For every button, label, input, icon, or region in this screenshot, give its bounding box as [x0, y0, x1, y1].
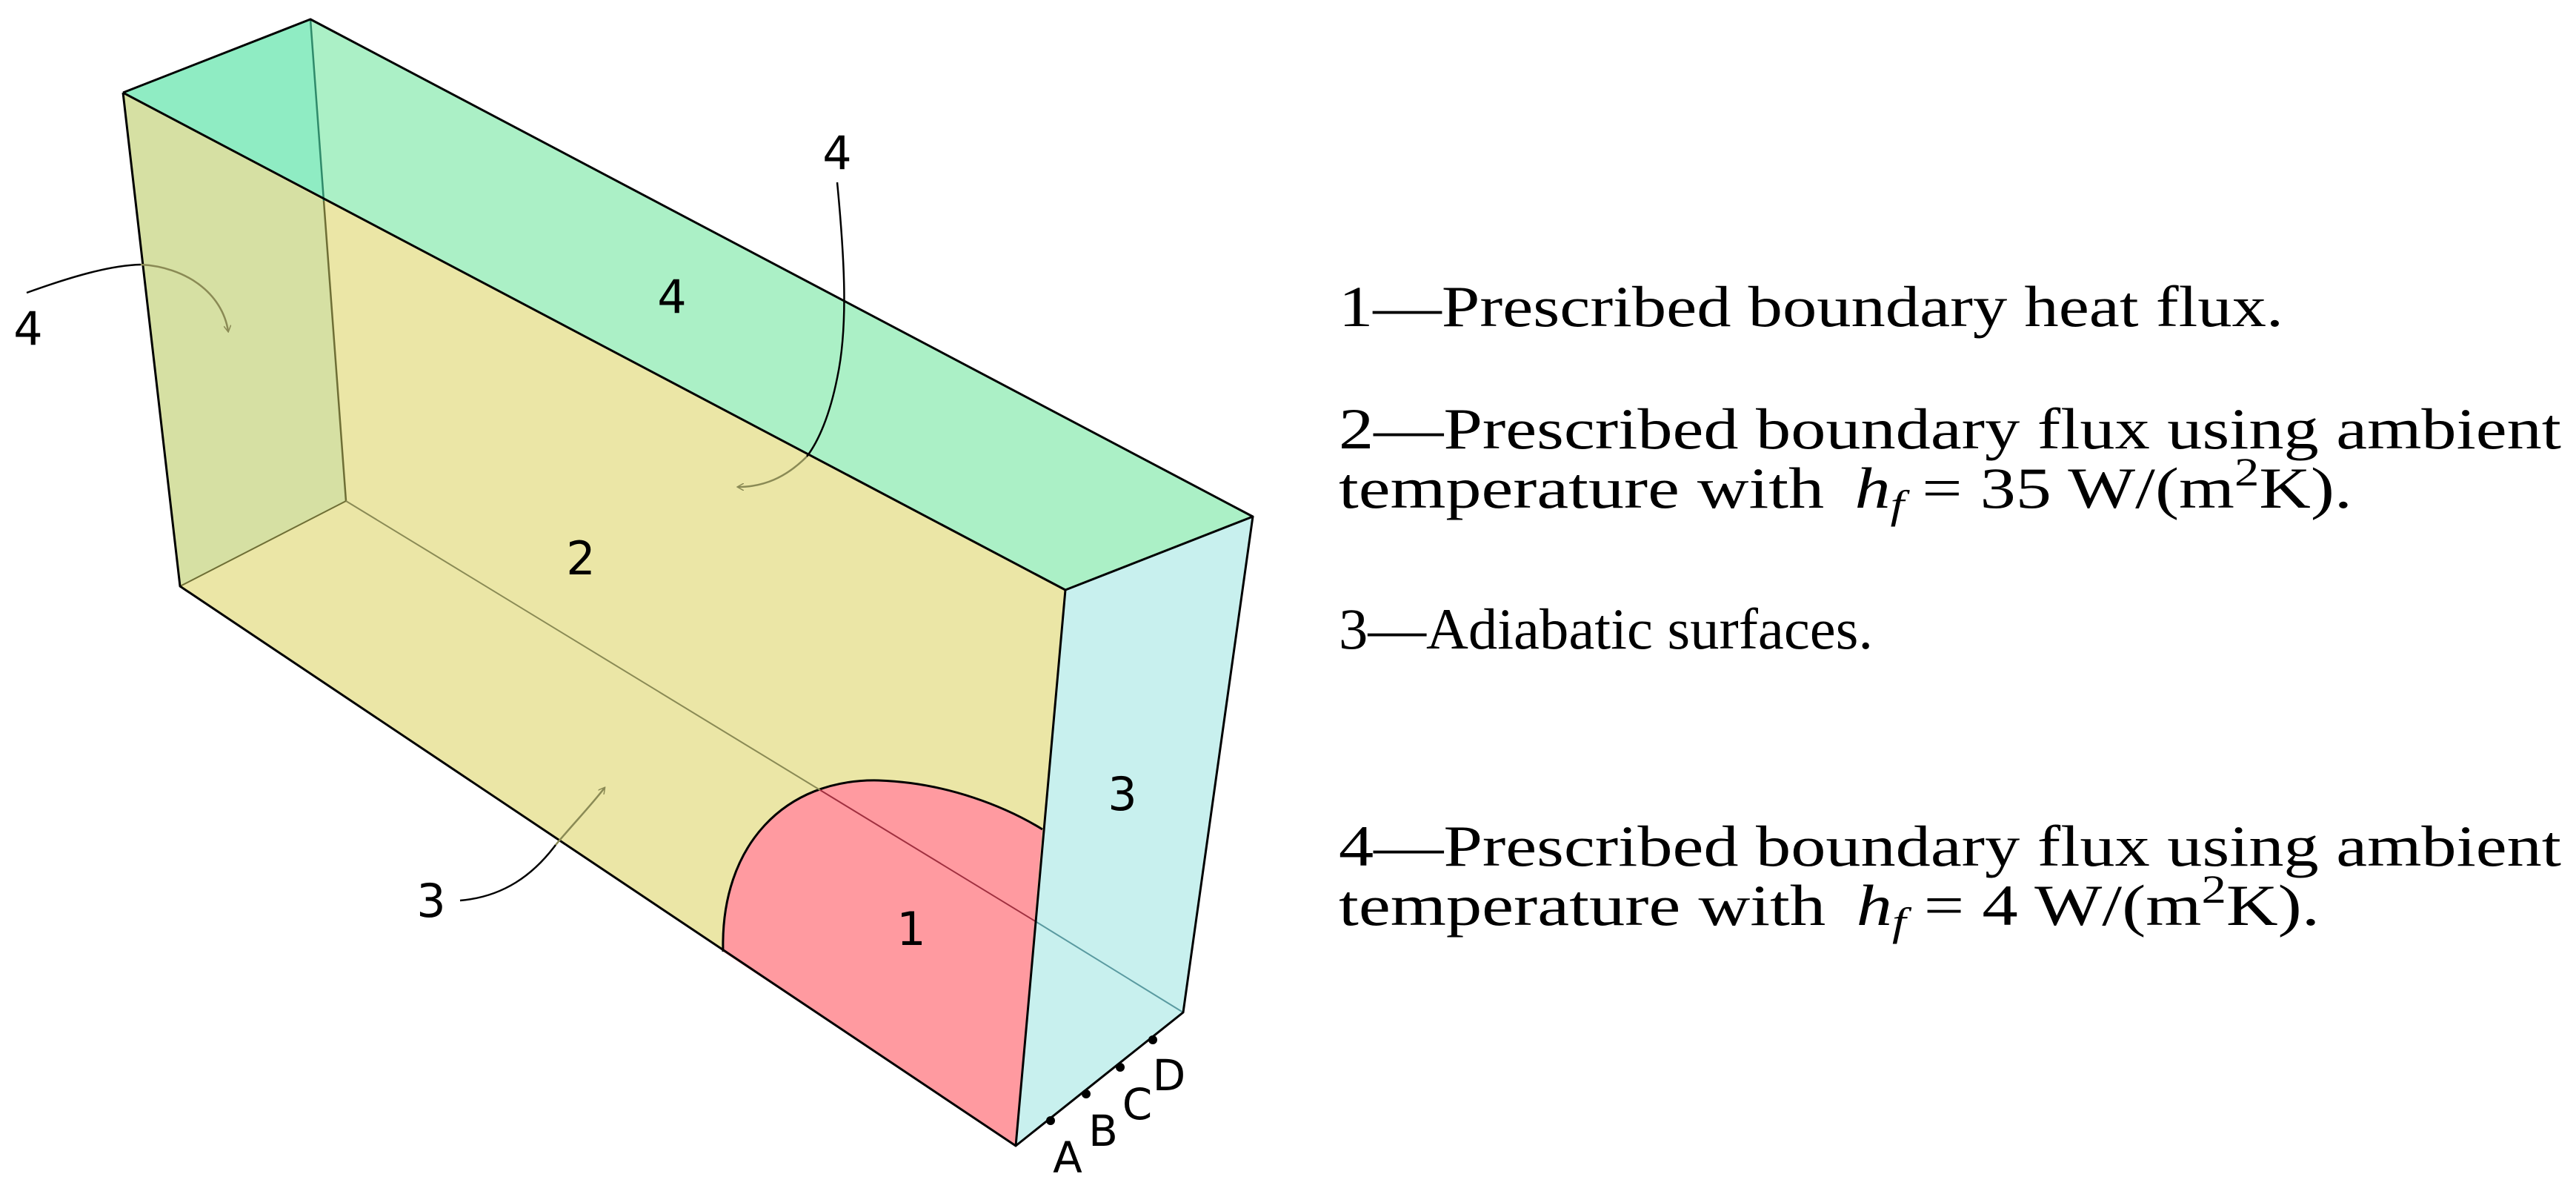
arrow-bottom-3 [459, 844, 556, 902]
point-b-marker [1082, 1089, 1091, 1098]
hidden-edge-back-bottom-red [819, 789, 1037, 923]
label-heat-flux-region: 1 [896, 902, 925, 956]
hidden-edge-left-bottom [179, 500, 347, 587]
outline-front [122, 92, 1067, 1147]
label-top-arrow: 4 [822, 126, 851, 180]
label-left-arrow: 4 [13, 302, 42, 356]
arrow-left-4 [26, 263, 142, 294]
arrow-top-4-hidden [738, 456, 808, 487]
legend-item-2-line-1: 2—Prescribed boundary flux using ambient [1339, 397, 2561, 461]
hidden-edge-back-bottom [345, 500, 821, 791]
legend-4-var: h [1857, 873, 1892, 938]
legend-2-sup: 2 [2234, 450, 2259, 494]
legend-4-prefix: temperature with [1339, 873, 1843, 938]
legend-item-1: 1—Prescribed boundary heat flux. [1339, 274, 2283, 339]
point-c-label: C [1122, 1079, 1153, 1130]
hidden-edge-back-bottom-cyan [1036, 921, 1184, 1013]
measurement-points: A B C D [1046, 1035, 1185, 1183]
legend-item-3: 3—Adiabatic surfaces. [1339, 597, 1873, 661]
region-labels: 4 4 4 2 3 3 1 [13, 126, 1136, 956]
legend-2-var: h [1855, 456, 1891, 520]
arrow-bottom-3-hidden [555, 788, 605, 846]
heat-flux-boundary [722, 779, 1043, 952]
legend-4-sup: 2 [2201, 867, 2226, 912]
arrow-top-4 [806, 182, 845, 457]
point-c-marker [1116, 1063, 1125, 1072]
point-a-marker [1046, 1116, 1055, 1125]
label-front-face: 2 [566, 531, 595, 586]
top-face-left-part [123, 19, 324, 201]
point-d-marker [1148, 1035, 1157, 1044]
legend-2-mid: = 35 W/(m [1904, 456, 2234, 520]
front-face-left-part [123, 93, 346, 586]
point-a-label: A [1053, 1132, 1082, 1183]
right-face [1016, 517, 1253, 1146]
legend-2-suffix: K). [2259, 456, 2352, 520]
label-right-face: 3 [1108, 767, 1136, 821]
box-geometry [122, 18, 1254, 1147]
hidden-edge-back-vertical [322, 200, 347, 502]
top-face [123, 19, 1253, 590]
point-d-label: D [1153, 1050, 1186, 1101]
legend: 1—Prescribed boundary heat flux. 2—Presc… [1339, 274, 2561, 944]
arrow-left-4-hidden [140, 263, 228, 331]
heat-flux-face [722, 780, 1042, 1146]
outline-right [1015, 516, 1254, 1147]
label-bottom-arrow: 3 [416, 874, 445, 928]
hidden-edge-back-vertical-top [309, 19, 325, 202]
legend-item-4-line-1: 4—Prescribed boundary flux using ambient [1339, 814, 2561, 878]
legend-4-suffix: K). [2226, 873, 2320, 938]
arrows [26, 182, 845, 902]
legend-4-mid: = 4 W/(m [1906, 873, 2202, 938]
legend-2-prefix: temperature with [1339, 456, 1842, 520]
label-top-face: 4 [657, 270, 686, 324]
point-b-label: B [1088, 1106, 1118, 1156]
